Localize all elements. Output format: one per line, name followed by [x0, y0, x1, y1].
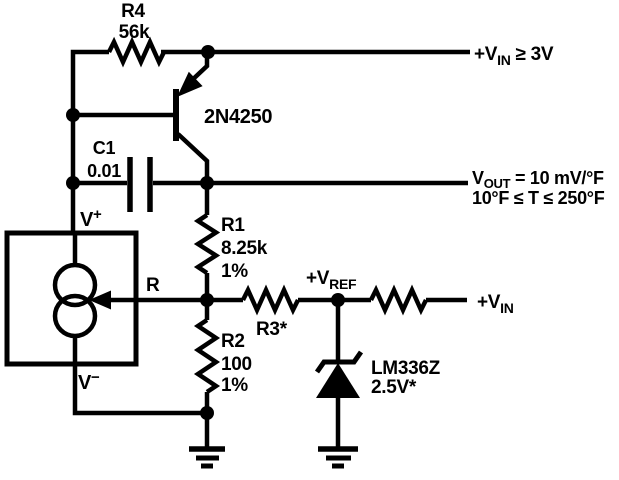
- label-zener-ref: LM336Z: [371, 358, 441, 379]
- resistor-r4-body: [106, 36, 167, 68]
- zener-cathode-bar: [314, 350, 364, 374]
- junction-dot-c1-left: [66, 176, 80, 190]
- label-r1-ref: R1: [221, 215, 245, 236]
- label-net-vin-right: +VIN: [477, 292, 514, 316]
- resistor-vin-body: [368, 284, 429, 316]
- label-r4-value: 56k: [119, 22, 151, 43]
- zener-anode-triangle: [316, 363, 360, 398]
- current-source-circle-top: [52, 262, 98, 308]
- label-vout-range: 10°F ≤ T ≤ 250°F: [472, 188, 605, 208]
- junction-dot-vref: [331, 293, 345, 307]
- resistor-r3-body: [240, 284, 301, 316]
- label-zener-value: 2.5V*: [371, 377, 417, 398]
- r-pin-arrow: [89, 290, 111, 310]
- label-r3-ref: R3*: [256, 319, 288, 340]
- resistor-r2-body: [193, 318, 221, 394]
- label-net-vout: VOUT = 10 mV/°F: [472, 168, 604, 191]
- label-c1-value: 0.01: [87, 161, 121, 181]
- current-source-circle-bottom-mask: [55, 296, 95, 336]
- junction-dot-r-node: [200, 293, 214, 307]
- label-net-vref: +VREF: [306, 268, 357, 292]
- current-source-circle-top-mask: [55, 265, 95, 305]
- transistor-collector-wire: [176, 132, 210, 184]
- junction-dot-collector: [200, 176, 214, 190]
- transistor-emitter-arrow: [177, 71, 203, 97]
- label-net-vin-top: +VIN ≥ 3V: [474, 44, 554, 68]
- label-r1-tolerance: 1%: [221, 261, 248, 282]
- label-c1-ref: C1: [93, 138, 116, 158]
- wire-top-left-rail: [70, 49, 109, 233]
- label-pin-r: R: [146, 275, 160, 296]
- label-r2-tolerance: 1%: [221, 375, 248, 396]
- current-source-box: [4, 230, 139, 367]
- resistor-r1-body: [193, 213, 221, 275]
- label-r2-ref: R2: [221, 331, 245, 352]
- label-pin-vplus: V+: [80, 206, 102, 231]
- junction-dot-base: [66, 108, 80, 122]
- label-r2-value: 100: [221, 354, 252, 375]
- label-transistor-ref: 2N4250: [204, 106, 272, 128]
- label-pin-vminus: V−: [78, 369, 100, 394]
- current-source-circle-bottom: [52, 293, 98, 339]
- label-r1-value: 8.25k: [221, 238, 268, 259]
- label-r4-ref: R4: [121, 1, 145, 22]
- junction-dot-emitter: [201, 45, 215, 59]
- junction-dot-ground: [200, 406, 214, 420]
